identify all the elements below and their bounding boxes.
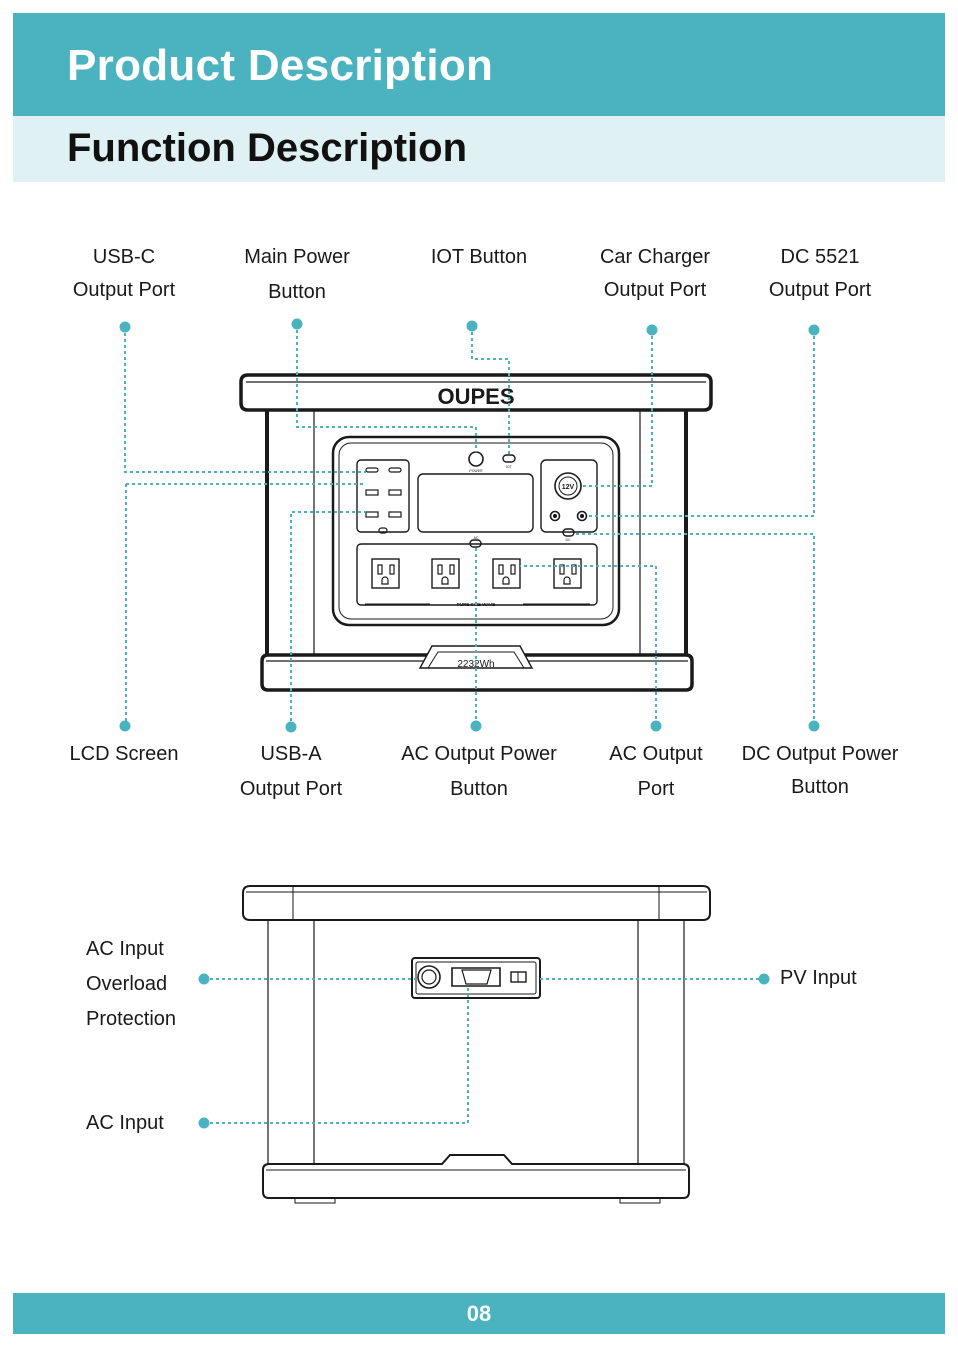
rear-leader-dots <box>198 973 770 1129</box>
label-ac-input: AC Input <box>86 1112 164 1134</box>
iot-button-text: IOT <box>506 465 513 469</box>
page-title: Product Description <box>67 41 494 90</box>
power-button-text: POWER <box>469 469 483 473</box>
car-port-text: 12V <box>562 484 575 491</box>
header-banner: Product Description <box>13 13 945 116</box>
front-leader-dots <box>119 318 820 733</box>
dc-button-text: DC <box>565 538 571 542</box>
label-pv-input: PV Input <box>780 967 857 989</box>
brand-logo: OUPES <box>437 384 514 409</box>
page-number: 08 <box>466 1301 492 1326</box>
front-leader-lines <box>124 324 815 727</box>
label-lcd-screen: LCD Screen <box>69 743 179 765</box>
footer-bar: 08 <box>13 1293 945 1334</box>
subheader-banner: Function Description <box>13 116 945 182</box>
front-view-device <box>239 373 713 692</box>
label-iot-button: IOT Button <box>430 246 528 268</box>
rear-view-device <box>242 885 711 1204</box>
rear-leader-lines <box>204 978 764 1124</box>
section-title: Function Description <box>67 126 467 170</box>
ac-button-text: AC <box>474 536 479 540</box>
